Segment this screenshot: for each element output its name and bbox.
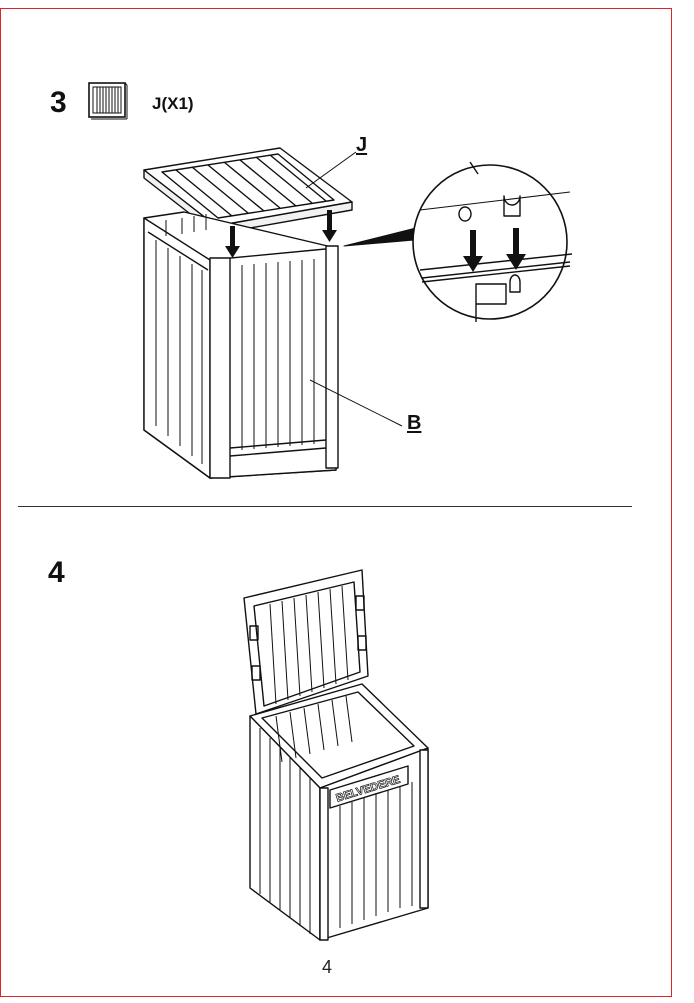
callout-lid-j: J <box>356 134 368 156</box>
step-4-number: 4 <box>48 556 65 589</box>
down-arrow-icon <box>225 210 337 258</box>
detail-magnifier <box>412 161 573 322</box>
part-count-label: J(X1) <box>152 94 194 113</box>
step-3-assembly-drawing <box>143 147 573 479</box>
section-divider <box>18 506 632 507</box>
step-4-finished-box-drawing: BELVEDERE <box>243 569 429 941</box>
page-number: 4 <box>321 957 332 977</box>
callout-body-b: B <box>407 412 422 434</box>
box-body-b <box>143 211 339 479</box>
step-3-number: 3 <box>50 86 67 119</box>
lid-panel-j <box>143 147 353 235</box>
open-lid <box>243 569 369 715</box>
box-body <box>249 683 429 941</box>
part-j-icon <box>88 82 128 120</box>
detail-down-arrow-icon <box>463 228 526 272</box>
page-frame <box>0 8 672 997</box>
